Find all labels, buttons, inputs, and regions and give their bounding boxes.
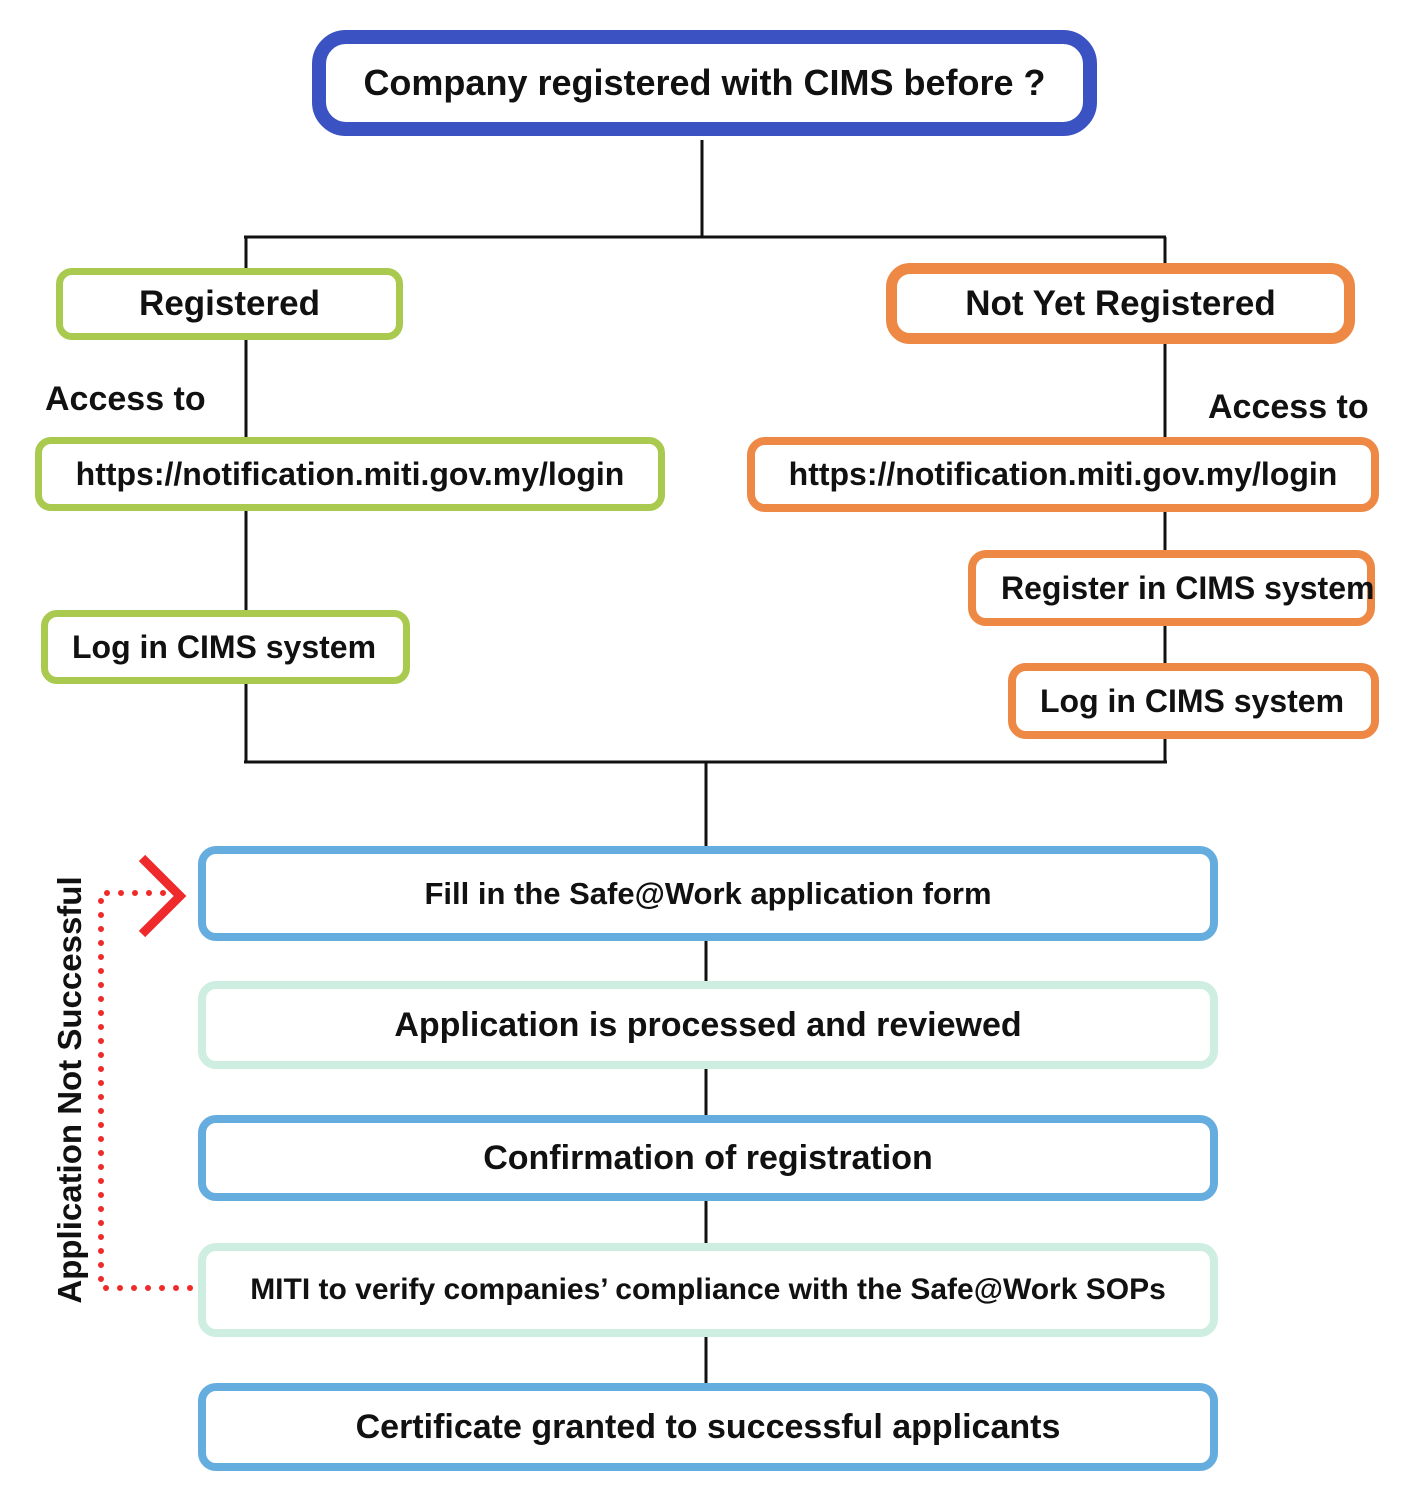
chevron-right-icon bbox=[138, 854, 187, 938]
step-certificate: Certificate granted to successful applic… bbox=[198, 1383, 1218, 1471]
registered-box: Registered bbox=[56, 268, 403, 340]
registered-access-label: Access to bbox=[45, 380, 206, 418]
step-fill-form-text: Fill in the Safe@Work application form bbox=[424, 875, 992, 911]
question-text: Company registered with CIMS before ? bbox=[363, 62, 1046, 103]
register-cims-text: Register in CIMS system bbox=[1001, 569, 1375, 606]
register-cims-box: Register in CIMS system bbox=[968, 550, 1375, 626]
not-registered-access-label: Access to bbox=[1208, 388, 1369, 426]
step-verify: MITI to verify companies’ compliance wit… bbox=[198, 1243, 1218, 1337]
registered-login-text: Log in CIMS system bbox=[72, 628, 377, 665]
retry-dotted-path bbox=[98, 890, 193, 1291]
registered-url-box[interactable]: https://notification.miti.gov.my/login bbox=[35, 437, 665, 511]
registered-login-box: Log in CIMS system bbox=[41, 610, 410, 684]
step-processed: Application is processed and reviewed bbox=[198, 981, 1218, 1069]
registered-url-link[interactable]: https://notification.miti.gov.my/login bbox=[75, 455, 625, 492]
not-registered-title: Not Yet Registered bbox=[965, 283, 1276, 323]
not-registered-login-text: Log in CIMS system bbox=[1040, 682, 1345, 719]
step-confirmation: Confirmation of registration bbox=[198, 1115, 1218, 1201]
step-verify-text: MITI to verify companies’ compliance wit… bbox=[250, 1273, 1166, 1306]
not-registered-url-box[interactable]: https://notification.miti.gov.my/login bbox=[747, 437, 1379, 512]
step-processed-text: Application is processed and reviewed bbox=[394, 1005, 1022, 1044]
step-confirmation-text: Confirmation of registration bbox=[483, 1138, 933, 1177]
retry-label: Application Not Successful bbox=[51, 876, 88, 1304]
not-registered-login-box: Log in CIMS system bbox=[1008, 663, 1379, 739]
not-registered-box: Not Yet Registered bbox=[886, 263, 1355, 344]
question-box: Company registered with CIMS before ? bbox=[312, 30, 1097, 136]
registered-title: Registered bbox=[139, 284, 320, 323]
not-registered-url-link[interactable]: https://notification.miti.gov.my/login bbox=[788, 456, 1338, 492]
step-certificate-text: Certificate granted to successful applic… bbox=[355, 1407, 1061, 1446]
step-fill-form: Fill in the Safe@Work application form bbox=[198, 846, 1218, 941]
